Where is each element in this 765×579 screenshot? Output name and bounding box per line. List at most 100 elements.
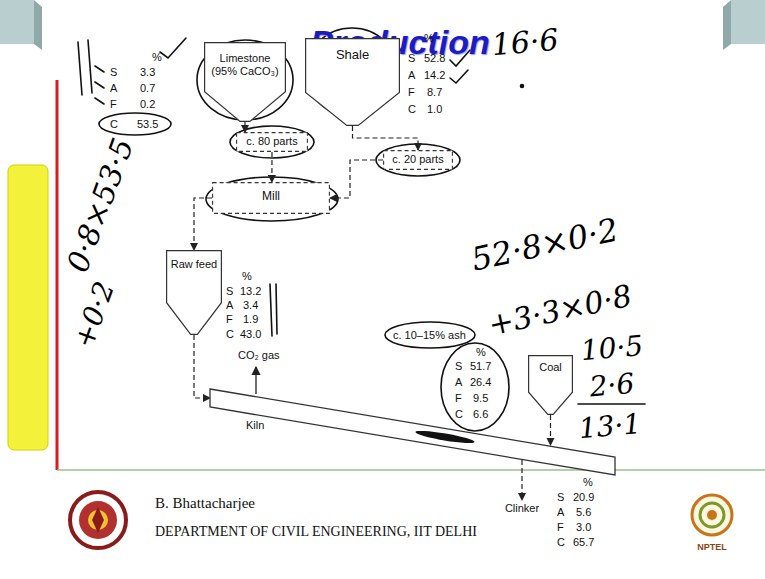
composition-value: 26.4 xyxy=(470,376,491,388)
composition-value: CO₂ gas xyxy=(238,349,280,361)
flow-connector xyxy=(271,152,272,182)
handwritten-note: 52·8×0·2 xyxy=(468,212,621,277)
hopper-outline xyxy=(167,251,222,335)
composition-value: A xyxy=(408,69,415,81)
node-text-box: Kiln xyxy=(246,419,264,432)
handwritten-note: 2·6 xyxy=(588,369,635,404)
composition-value: 14.2 xyxy=(424,69,445,81)
composition-value: C xyxy=(110,118,118,130)
corner-block xyxy=(0,0,34,44)
dashed-outline xyxy=(384,151,453,170)
node-label: Limestone (95% CaCO₃) xyxy=(208,52,282,77)
flow-connector xyxy=(194,335,210,398)
composition-value: 52.8 xyxy=(424,52,445,64)
composition-value: 0.2 xyxy=(140,98,155,110)
composition-value: F xyxy=(110,98,117,110)
node-text-box: Limestone (95% CaCO₃) xyxy=(208,52,282,77)
composition-value: F xyxy=(408,86,415,98)
dashed-outline xyxy=(237,133,308,152)
node-label: c. 20 parts xyxy=(392,153,443,166)
footer-text: B. Bhattacharjee xyxy=(155,495,255,512)
composition-value: 1.0 xyxy=(427,103,442,115)
raw-feed-hopper: Raw feed xyxy=(166,250,222,335)
flow-connector xyxy=(521,460,522,500)
coal-hopper: Coal xyxy=(528,355,573,415)
composition-value: C xyxy=(557,536,565,548)
composition-value: 1.9 xyxy=(243,313,258,325)
composition-value: S xyxy=(455,360,462,372)
composition-value: 53.5 xyxy=(137,118,158,130)
composition-value: S xyxy=(557,491,564,503)
composition-value: F xyxy=(455,392,462,404)
node-text-box: Shale xyxy=(309,48,396,63)
composition-value: S xyxy=(408,52,415,64)
flow-connector xyxy=(353,126,419,150)
composition-value: 9.5 xyxy=(473,392,488,404)
composition-value: % xyxy=(476,346,486,358)
composition-value: 6.6 xyxy=(473,408,488,420)
node-text-box: c. 80 parts xyxy=(240,135,304,148)
flow-connector xyxy=(330,160,383,198)
composition-value: 51.7 xyxy=(470,360,491,372)
composition-value: % xyxy=(424,32,434,44)
composition-value: 3.3 xyxy=(140,66,155,78)
composition-value: c. 10–15% ash xyxy=(393,329,466,341)
composition-value: C xyxy=(226,328,234,340)
handwritten-marks xyxy=(78,28,645,431)
composition-value: S xyxy=(226,285,233,297)
mill-box: Mill xyxy=(212,182,330,214)
node-text-box: Raw feed xyxy=(170,258,218,271)
composition-value: A xyxy=(110,82,117,94)
clinker-output: Clinker xyxy=(497,500,547,518)
institute-logo xyxy=(70,492,126,548)
composition-value: A xyxy=(226,299,233,311)
node-label: Clinker xyxy=(505,502,539,515)
side-bar xyxy=(8,165,48,450)
dashed-outline xyxy=(213,183,330,214)
composition-value: 20.9 xyxy=(573,491,594,503)
composition-value: 5.6 xyxy=(576,506,591,518)
node-text-box: Coal xyxy=(532,361,569,374)
hopper-outline xyxy=(205,43,286,122)
composition-value: A xyxy=(455,376,462,388)
flow-connector xyxy=(550,415,551,445)
composition-value: % xyxy=(242,270,252,282)
handwritten-note: +3·3×0·8 xyxy=(485,279,634,342)
composition-value: % xyxy=(152,51,162,63)
hopper-outline xyxy=(529,356,573,415)
logo-caption: NPTEL xyxy=(697,543,727,553)
gas-arrow xyxy=(255,367,256,394)
node-label: Raw feed xyxy=(171,258,217,271)
hopper-outline xyxy=(306,39,400,126)
composition-value: F xyxy=(226,313,233,325)
proportion-box: c. 80 parts xyxy=(236,132,308,152)
composition-value: 13.2 xyxy=(240,285,261,297)
corner-block xyxy=(731,0,765,44)
composition-value: C xyxy=(408,103,416,115)
node-text-box: Clinker xyxy=(501,502,543,515)
nptel-logo xyxy=(692,495,732,535)
node-text-box: c. 20 parts xyxy=(387,153,449,166)
handwritten-note: 10·5 xyxy=(580,331,645,367)
node-label: Coal xyxy=(539,361,562,374)
composition-value: F xyxy=(557,521,564,533)
corner-block xyxy=(723,0,731,50)
footer-text: DEPARTMENT OF CIVIL ENGINEERING, IIT DEL… xyxy=(155,524,477,539)
node-label: Mill xyxy=(262,190,280,204)
composition-value: C xyxy=(455,408,463,420)
node-label: Shale xyxy=(336,48,369,63)
handwritten-note: 0·8×53·5 xyxy=(61,134,140,277)
handwritten-note: +0·2 xyxy=(69,278,121,352)
proportion-box: c. 20 parts xyxy=(383,150,453,170)
composition-value: 3.4 xyxy=(243,299,258,311)
limestone-hopper: Limestone (95% CaCO₃) xyxy=(204,42,286,122)
node-text-box: Mill xyxy=(216,190,326,204)
footer-rule xyxy=(57,469,765,471)
composition-value: 43.0 xyxy=(240,328,261,340)
kiln-flame xyxy=(415,429,475,446)
flow-connector xyxy=(244,122,245,132)
composition-value: S xyxy=(110,66,117,78)
composition-value: 3.0 xyxy=(576,521,591,533)
composition-value: 8.7 xyxy=(427,86,442,98)
